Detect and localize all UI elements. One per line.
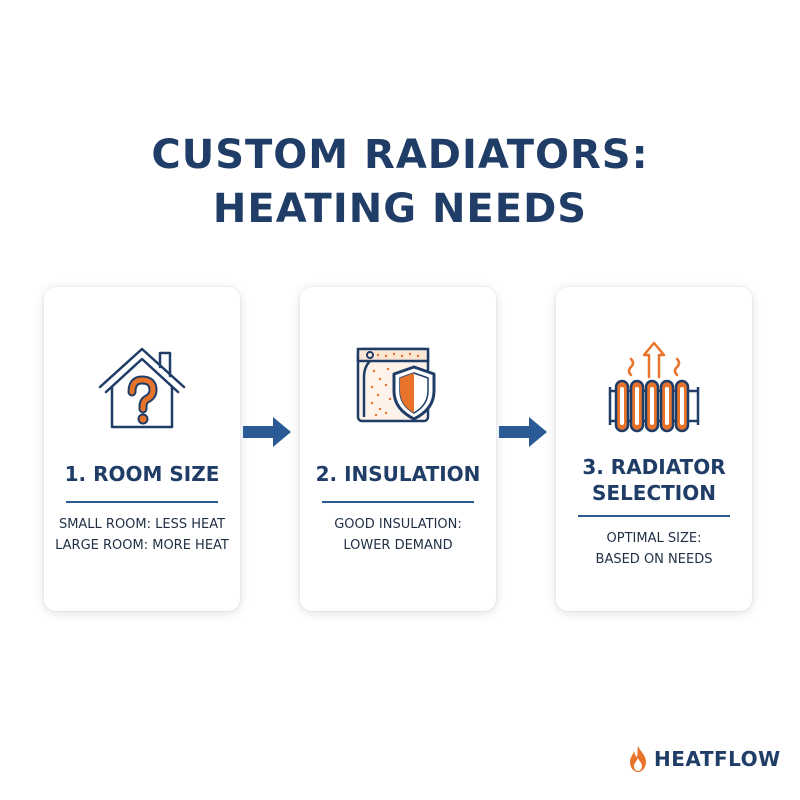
house-question-icon — [98, 347, 186, 429]
step-title: 3. RADIATOR SELECTION — [582, 455, 726, 505]
arrow-right-icon — [499, 417, 547, 447]
arrow-right-icon — [243, 417, 291, 447]
brand-logo: HEATFLOW — [628, 744, 781, 774]
step-card-room-size: 1. ROOM SIZE SMALL ROOM: LESS HEAT LARGE… — [44, 287, 240, 611]
insulated-wall-shield-icon — [356, 347, 436, 423]
step-card-radiator-selection: 3. RADIATOR SELECTION OPTIMAL SIZE: BASE… — [556, 287, 752, 611]
step-description: GOOD INSULATION: LOWER DEMAND — [334, 517, 462, 553]
divider — [66, 501, 218, 503]
title-line-2: HEATING NEEDS — [212, 186, 588, 232]
page-title: CUSTOM RADIATORS: HEATING NEEDS — [0, 128, 800, 236]
step-title: 2. INSULATION — [315, 462, 481, 486]
title-line-1: CUSTOM RADIATORS: — [151, 132, 649, 178]
divider — [578, 515, 730, 517]
brand-name: HEATFLOW — [654, 747, 781, 771]
divider — [322, 501, 474, 503]
step-card-insulation: 2. INSULATION GOOD INSULATION: LOWER DEM… — [300, 287, 496, 611]
step-description: SMALL ROOM: LESS HEAT LARGE ROOM: MORE H… — [55, 517, 229, 553]
radiator-heat-icon — [608, 341, 700, 433]
flame-icon — [630, 746, 646, 772]
step-title: 1. ROOM SIZE — [64, 462, 220, 486]
step-description: OPTIMAL SIZE: BASED ON NEEDS — [595, 531, 713, 567]
